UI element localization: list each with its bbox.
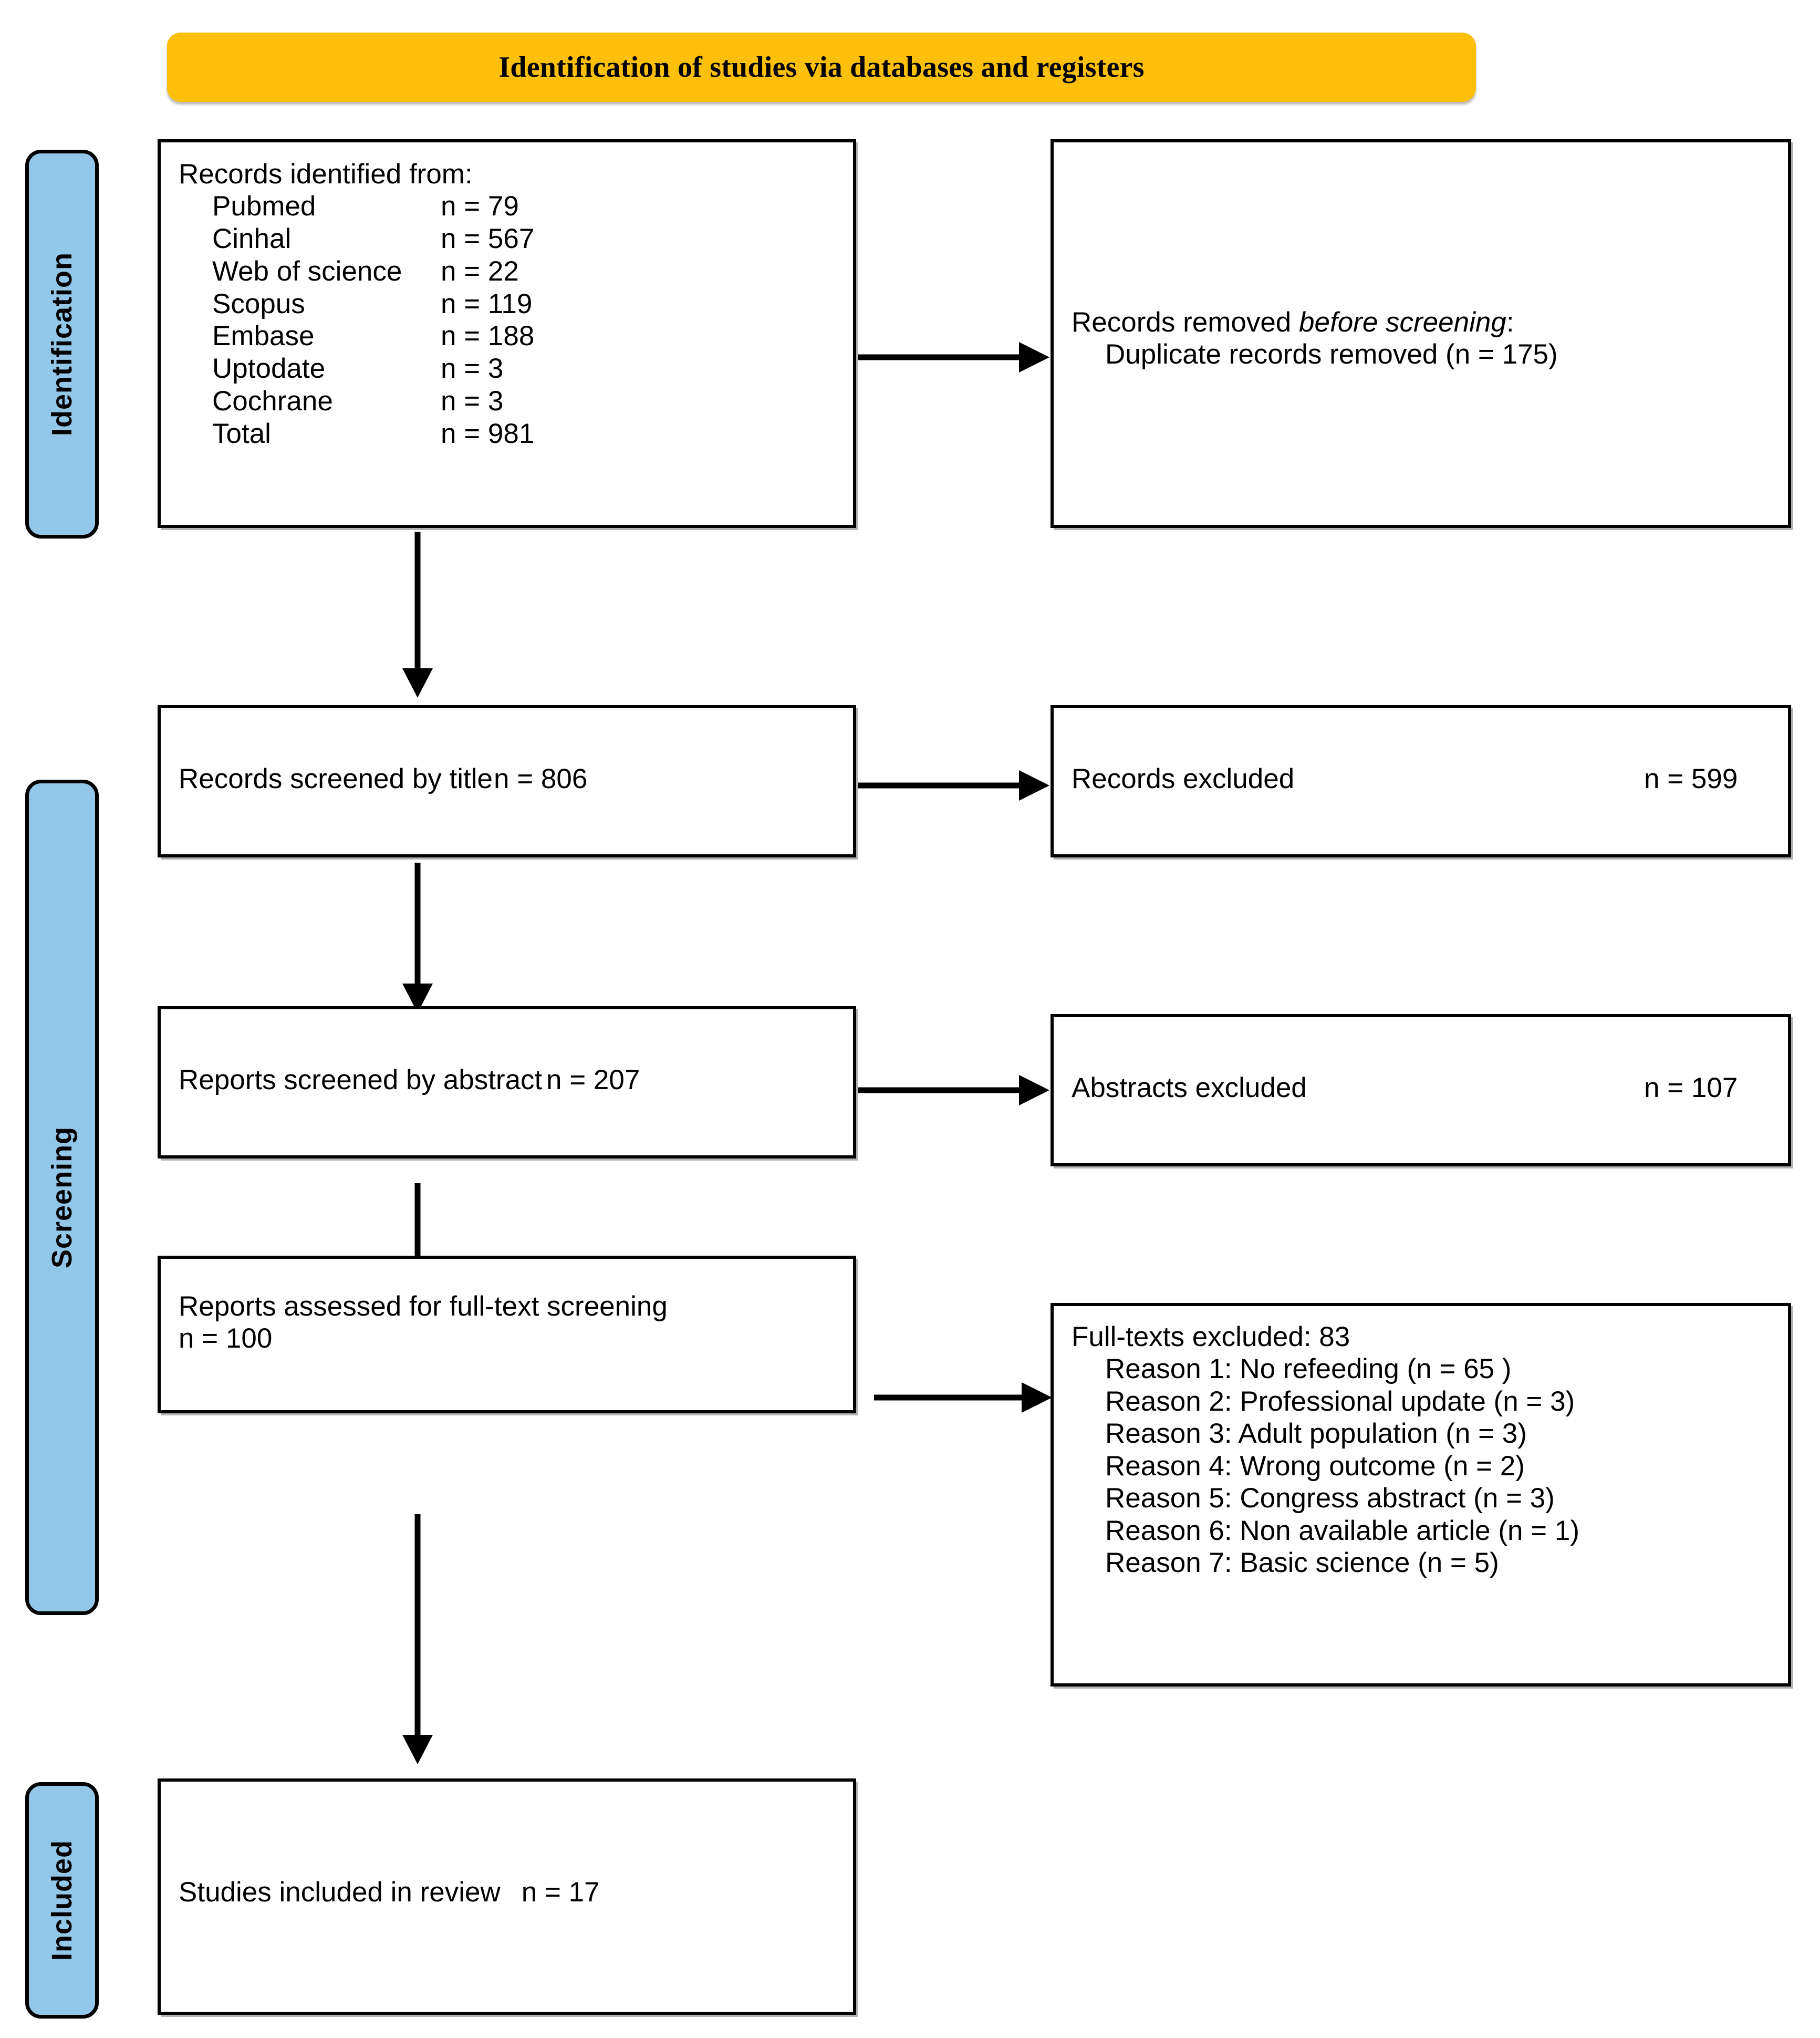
reports-screened-abstract-count: n = 207 xyxy=(546,1064,640,1095)
source-name: Cochrane xyxy=(212,385,333,417)
source-count: n = 3 xyxy=(441,353,504,385)
exclusion-reason-6: Reason 6: Non available article (n = 1) xyxy=(1105,1515,1579,1546)
records-screened-title-label: Records screened by title xyxy=(179,763,493,794)
phase-label-screening: Screening xyxy=(46,1126,78,1269)
box-fulltext-assessed: Reports assessed for full-text screening… xyxy=(158,1256,856,1413)
source-row-scopus: Scopus n = 119 xyxy=(179,288,843,320)
diagram-title-banner: Identification of studies via databases … xyxy=(167,33,1476,102)
source-row-cinhal: Cinhal n = 567 xyxy=(179,223,843,255)
source-count: n = 188 xyxy=(441,320,535,352)
records-removed-heading-post: : xyxy=(1506,307,1514,338)
page-title: Identification of studies via databases … xyxy=(498,51,1145,84)
exclusion-reason-1: Reason 1: No refeeding (n = 65 ) xyxy=(1105,1353,1512,1385)
source-name: Pubmed xyxy=(212,191,316,222)
phase-tab-included: Included xyxy=(25,1782,99,2019)
records-removed-heading: Records removed before screening: xyxy=(1072,306,1777,338)
phase-tab-screening: Screening xyxy=(25,780,99,1615)
reports-screened-abstract-row: Reports screened by abstract n = 207 xyxy=(179,1064,843,1096)
source-count: n = 981 xyxy=(441,418,535,449)
box-records-identified: Records identified from: Pubmed n = 79 C… xyxy=(158,139,856,528)
box-records-excluded: Records excluded n = 599 xyxy=(1051,705,1791,857)
arrow-title-to-abstract-screening xyxy=(389,862,446,1014)
source-count: n = 79 xyxy=(441,191,519,222)
abstracts-excluded-count: n = 107 xyxy=(1644,1072,1738,1103)
records-identified-heading: Records identified from: xyxy=(179,159,473,190)
box-reports-screened-abstract: Reports screened by abstract n = 207 xyxy=(158,1006,856,1158)
box-abstracts-excluded: Abstracts excluded n = 107 xyxy=(1051,1014,1791,1166)
records-screened-title-count: n = 806 xyxy=(494,763,588,794)
box-studies-included: Studies included in review n = 17 xyxy=(158,1778,856,2015)
records-removed-heading-italic: before screening xyxy=(1299,307,1506,338)
studies-included-row: Studies included in review n = 17 xyxy=(179,1876,843,1908)
source-name: Web of science xyxy=(212,255,402,287)
fulltexts-excluded-heading: Full-texts excluded: 83 xyxy=(1072,1321,1350,1352)
fulltext-assessed-count: n = 100 xyxy=(179,1323,273,1354)
arrow-fulltext-to-fulltext-excluded xyxy=(872,1369,1053,1426)
box-records-removed: Records removed before screening: Duplic… xyxy=(1051,139,1791,528)
phase-tab-identification: Identification xyxy=(25,150,99,539)
source-row-total: Total n = 981 xyxy=(179,418,843,450)
source-name: Embase xyxy=(212,320,315,352)
exclusion-reason-3: Reason 3: Adult population (n = 3) xyxy=(1105,1418,1527,1450)
arrow-identified-to-removed xyxy=(856,328,1051,386)
source-row-web-of-science: Web of science n = 22 xyxy=(179,255,843,288)
source-row-uptodate: Uptodate n = 3 xyxy=(179,353,843,385)
phase-label-included: Included xyxy=(46,1839,78,1961)
box-records-screened-title: Records screened by title n = 806 xyxy=(158,705,856,857)
records-screened-title-row: Records screened by title n = 806 xyxy=(179,763,843,795)
source-row-embase: Embase n = 188 xyxy=(179,320,843,353)
exclusion-reason-7: Reason 7: Basic science (n = 5) xyxy=(1105,1547,1499,1579)
studies-included-count: n = 17 xyxy=(521,1877,600,1908)
abstracts-excluded-row: Abstracts excluded n = 107 xyxy=(1072,1072,1777,1104)
source-name: Uptodate xyxy=(212,353,326,385)
box-fulltexts-excluded: Full-texts excluded: 83 Reason 1: No ref… xyxy=(1051,1303,1791,1687)
arrow-identified-to-title-screening xyxy=(389,531,446,699)
source-count: n = 22 xyxy=(441,255,519,287)
exclusion-reason-2: Reason 2: Professional update (n = 3) xyxy=(1105,1385,1575,1417)
source-count: n = 119 xyxy=(441,288,533,319)
abstracts-excluded-label: Abstracts excluded xyxy=(1072,1072,1307,1103)
phase-label-identification: Identification xyxy=(46,252,78,436)
records-excluded-row: Records excluded n = 599 xyxy=(1072,763,1777,795)
arrow-fulltext-to-studies-included xyxy=(389,1513,446,1765)
studies-included-label: Studies included in review xyxy=(179,1877,501,1908)
records-excluded-label: Records excluded xyxy=(1072,763,1295,794)
source-row-cochrane: Cochrane n = 3 xyxy=(179,385,843,418)
source-count: n = 567 xyxy=(441,223,535,255)
duplicate-records-removed: Duplicate records removed (n = 175) xyxy=(1105,339,1558,370)
source-row-pubmed: Pubmed n = 79 xyxy=(179,190,843,223)
exclusion-reason-4: Reason 4: Wrong outcome (n = 2) xyxy=(1105,1450,1525,1482)
source-name: Scopus xyxy=(212,288,305,319)
records-excluded-count: n = 599 xyxy=(1644,763,1738,794)
exclusion-reason-5: Reason 5: Congress abstract (n = 3) xyxy=(1105,1483,1555,1514)
reports-screened-abstract-label: Reports screened by abstract xyxy=(179,1064,543,1095)
source-name: Total xyxy=(212,418,271,449)
source-count: n = 3 xyxy=(441,385,504,417)
arrow-abstract-to-abstracts-excluded xyxy=(856,1061,1051,1119)
fulltext-assessed-label: Reports assessed for full-text screening xyxy=(179,1291,668,1322)
records-removed-heading-pre: Records removed xyxy=(1072,307,1299,338)
arrow-title-to-records-excluded xyxy=(856,757,1051,814)
source-name: Cinhal xyxy=(212,223,292,255)
